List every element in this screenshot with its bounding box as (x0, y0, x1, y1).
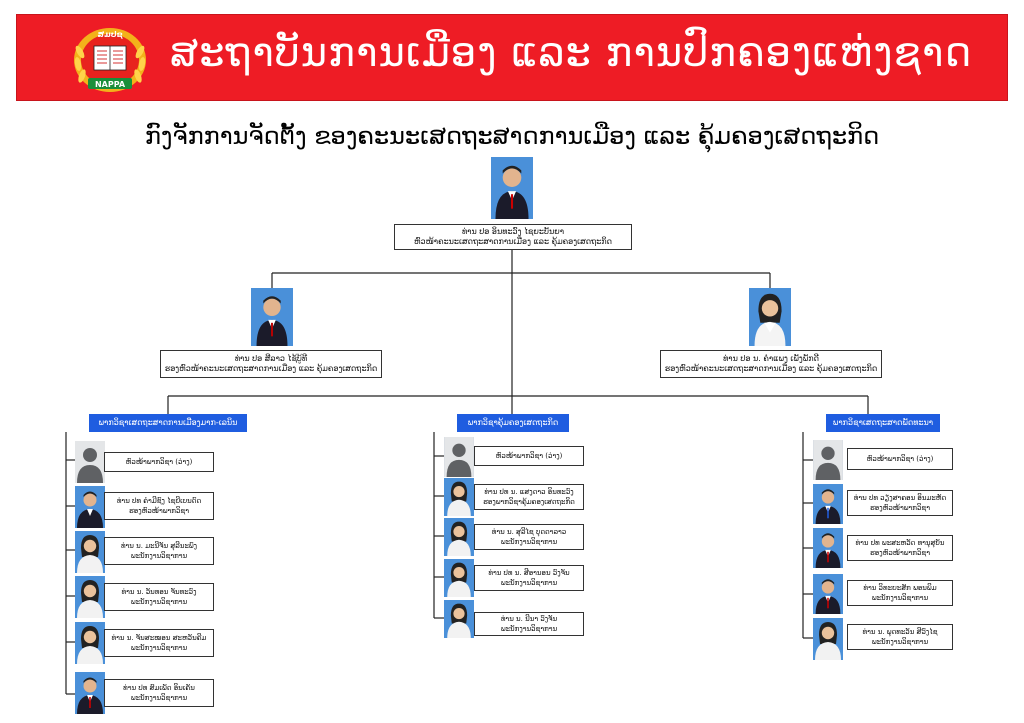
nappa-logo-icon: ສມປຊ NAPPA (74, 28, 146, 92)
deputy-1-photo (251, 288, 293, 346)
svg-text:NAPPA: NAPPA (95, 80, 126, 89)
deputy-2-photo (749, 288, 791, 346)
deputy-1-role: ຮອງຫົວໜ້າຄະນະເສດຖະສາດການເມືອງ ແລະ ຄຸ້ມຄອ… (164, 364, 378, 373)
deputy-2-name: ທ່ານ ປອ ນ. ຄໍາແພງ ເພັງພັກດີ (723, 354, 819, 363)
member-photo (75, 531, 105, 573)
member-photo (75, 486, 105, 528)
dept-2-member-3: ທ່ານ ນ. ສຸລີໄຊ ບຸດດາລາວ ພະນັກງານວິຊາການ (474, 524, 584, 550)
dept-3-member-4: ທ່ານ ວິທະຍະສັກ ພອນພິມ ພະນັກງານວິຊາການ (847, 580, 953, 606)
member-photo (813, 618, 843, 660)
dept-1-member-5: ທ່ານ ນ. ຈັນສະໝອນ ສະຫວັນຄີມ ພະນັກງານວິຊາກ… (104, 629, 214, 657)
dept-2-member-1: ຫົວໜ້າພາກວິຊາ (ວ່າງ) (474, 446, 584, 466)
department-3-header: ພາກວິຊາເສດຖະສາດພັດທະນາ (826, 414, 940, 432)
member-photo (444, 518, 474, 556)
member-photo (444, 600, 474, 638)
dept-1-member-1: ຫົວໜ້າພາກວິຊາ (ວ່າງ) (104, 452, 214, 472)
dept-3-member-3: ທ່ານ ປທ ພະສະຫວັດ ທານຸສຸບັນ ຮອງຫົວໜ້າພາກວ… (847, 535, 953, 561)
dept-2-member-5: ທ່ານ ນ. ນີນາ ວົງຈັນ ພະນັກງານວິຊາການ (474, 612, 584, 636)
member-photo-avatar (75, 441, 105, 483)
deputy-2-role: ຮອງຫົວໜ້າຄະນະເສດຖະສາດການເມືອງ ແລະ ຄຸ້ມຄອ… (664, 364, 878, 373)
banner-title: ສະຖາບັນການເມືອງ ແລະ ການປົກຄອງແຫ່ງຊາດ (170, 30, 973, 76)
member-photo-avatar (813, 440, 843, 480)
header-banner (16, 14, 1008, 101)
page-title: ກົງຈັກການຈັດຕັ້ງ ຂອງຄະນະເສດຖະສາດການເມືອງ… (144, 122, 880, 150)
dept-1-member-2: ທ່ານ ປທ ຄໍາມີຊົງ ໄຊຍີເບນດົດ ຮອງຫົວໜ້າພາກ… (104, 492, 214, 520)
member-photo (813, 574, 843, 614)
deputy-1-box: ທ່ານ ປອ ສີລາວ ໄຊ້ບູ້ທີ ຮອງຫົວໜ້າຄະນະເສດຖ… (160, 350, 382, 378)
department-1-header: ພາກວິຊາເສດຖະສາດການເມືອງມາກ-ເລນິນ (89, 414, 247, 432)
svg-text:ສມປຊ: ສມປຊ (97, 30, 123, 40)
dept-1-member-4: ທ່ານ ນ. ວັນທອນ ຈັນທະວົງ ພະນັກງານວິຊາການ (104, 583, 214, 611)
dept-2-member-4: ທ່ານ ປທ ນ. ສີອານອນ ວົງຈັນ ພະນັກງານວິຊາກາ… (474, 565, 584, 591)
member-photo (813, 528, 843, 568)
dept-3-member-1: ຫົວໜ້າພາກວິຊາ (ວ່າງ) (847, 448, 953, 470)
deputy-2-box: ທ່ານ ປອ ນ. ຄໍາແພງ ເພັງພັກດີ ຮອງຫົວໜ້າຄະນ… (660, 350, 882, 378)
dept-1-member-6: ທ່ານ ປທ ສົມເພັດ ອິນເຄັນ ພະນັກງານວິຊາການ (104, 679, 214, 707)
dean-box: ທ່ານ ປອ ອິນທະວົງ ໄຊຍະບັນຍາ ຫົວໜ້າຄະນະເສດ… (394, 224, 632, 250)
member-photo (444, 559, 474, 597)
member-photo (444, 478, 474, 516)
dean-role: ຫົວໜ້າຄະນະເສດຖະສາດການເມືອງ ແລະ ຄຸ້ມຄອງເສ… (413, 237, 613, 246)
department-2-header: ພາກວິຊາຄຸ້ມຄອງເສດຖະກິດ (457, 414, 569, 432)
deputy-1-name: ທ່ານ ປອ ສີລາວ ໄຊ້ບູ້ທີ (234, 354, 308, 363)
member-photo (813, 484, 843, 524)
dept-3-member-5: ທ່ານ ນ. ພຸດທະວັນ ສີວົງໄຊ ພະນັກງານວິຊາການ (847, 624, 953, 650)
dean-photo (491, 157, 533, 219)
dept-1-member-3: ທ່ານ ນ. ມະນີຈັນ ສຸລີນະພົງ ພະນັກງານວິຊາກາ… (104, 537, 214, 565)
member-photo (75, 672, 105, 714)
member-photo (75, 622, 105, 664)
dept-3-member-2: ທ່ານ ປທ ວຽງສາຄອນ ອິນມະຫັດ ຮອງຫົວໜ້າພາກວິ… (847, 490, 953, 516)
dept-2-member-2: ທ່ານ ປທ ນ. ແສງດາວ ອິນທະວົງ ຮອງພາກວິຊາຄຸ້… (474, 484, 584, 510)
member-photo (75, 576, 105, 618)
dean-name: ທ່ານ ປອ ອິນທະວົງ ໄຊຍະບັນຍາ (461, 227, 565, 236)
member-photo-avatar (444, 437, 474, 477)
